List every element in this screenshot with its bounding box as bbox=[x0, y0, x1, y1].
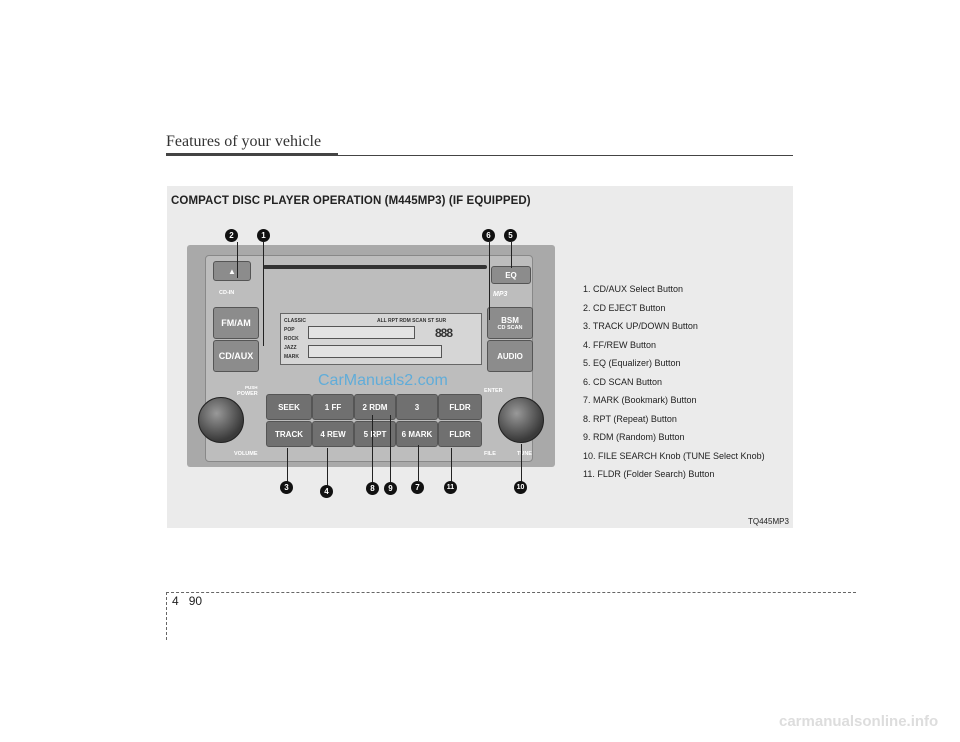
display-eq-rock: ROCK bbox=[284, 336, 299, 342]
callout-6: 6 bbox=[482, 229, 495, 242]
fldr-up-button[interactable]: FLDR bbox=[438, 394, 482, 420]
page-number-value: 90 bbox=[188, 594, 203, 608]
lead-line-10 bbox=[521, 444, 522, 482]
legend-item: 11. FLDR (Folder Search) Button bbox=[583, 469, 715, 479]
bsm-cd-scan-button[interactable]: BSM CD SCAN bbox=[487, 307, 533, 339]
legend-item: 1. CD/AUX Select Button bbox=[583, 284, 684, 294]
page-number: 4 90 bbox=[172, 594, 202, 608]
preset-1-ff-button[interactable]: 1 FF bbox=[312, 394, 354, 420]
footer-dashed-divider bbox=[166, 592, 167, 640]
eject-button[interactable]: ▲ bbox=[213, 261, 251, 281]
fldr-down-button[interactable]: FLDR bbox=[438, 421, 482, 447]
lead-line-1 bbox=[263, 242, 264, 346]
legend-item: 5. EQ (Equalizer) Button bbox=[583, 358, 681, 368]
power-volume-knob[interactable] bbox=[198, 397, 244, 443]
lead-line-3 bbox=[287, 448, 288, 482]
display-eq-jazz: JAZZ bbox=[284, 345, 297, 351]
header-rule-thick bbox=[166, 153, 338, 156]
callout-1: 1 bbox=[257, 229, 270, 242]
seek-button[interactable]: SEEK bbox=[266, 394, 312, 420]
callout-7: 7 bbox=[411, 481, 424, 494]
legend-item: 3. TRACK UP/DOWN Button bbox=[583, 321, 698, 331]
legend-item: 4. FF/REW Button bbox=[583, 339, 657, 350]
callout-8: 8 bbox=[366, 482, 379, 495]
legend-item: 2. CD EJECT Button bbox=[583, 302, 666, 313]
lead-line-4 bbox=[327, 448, 328, 486]
cd-slot bbox=[263, 265, 487, 269]
display-segment: 888 bbox=[435, 326, 453, 340]
enter-label: ENTER bbox=[484, 388, 503, 394]
file-label: FILE bbox=[484, 451, 496, 457]
figure-code: TQ445MP3 bbox=[748, 517, 789, 526]
legend-list: 1. CD/AUX Select Button 2. CD EJECT Butt… bbox=[583, 280, 765, 484]
cd-aux-button[interactable]: CD/AUX bbox=[213, 340, 259, 372]
display-text-area-bottom bbox=[308, 345, 442, 358]
fm-am-button[interactable]: FM/AM bbox=[213, 307, 259, 339]
volume-label: VOLUME bbox=[234, 451, 258, 457]
legend-item: 8. RPT (Repeat) Button bbox=[583, 413, 677, 424]
preset-6-mark-button[interactable]: 6 MARK bbox=[396, 421, 438, 447]
push-label: PUSH bbox=[245, 385, 258, 390]
preset-3-button[interactable]: 3 bbox=[396, 394, 438, 420]
lead-line-8 bbox=[372, 415, 373, 483]
chapter-number: 4 bbox=[172, 594, 179, 608]
lead-line-7 bbox=[418, 445, 419, 481]
legend-item: 6. CD SCAN Button bbox=[583, 376, 663, 387]
footer-dashed-rule bbox=[166, 592, 856, 593]
lead-line-6 bbox=[489, 242, 490, 320]
lead-line-9 bbox=[390, 415, 391, 483]
bsm-label: BSM bbox=[501, 315, 519, 325]
cd-in-label: CD-IN bbox=[219, 290, 235, 296]
site-watermark: carmanualsonline.info bbox=[779, 713, 939, 730]
overlay-watermark: CarManuals2.com bbox=[318, 372, 448, 389]
callout-10: 10 bbox=[514, 481, 527, 494]
lead-line-5 bbox=[511, 242, 512, 268]
legend-item: 10. FILE SEARCH Knob (TUNE Select Knob) bbox=[583, 450, 765, 461]
preset-4-rew-button[interactable]: 4 REW bbox=[312, 421, 354, 447]
callout-11: 11 bbox=[444, 481, 457, 494]
tune-label: TUNE bbox=[517, 451, 532, 457]
callout-3: 3 bbox=[280, 481, 293, 494]
section-header: Features of your vehicle bbox=[166, 133, 322, 150]
lead-line-11 bbox=[451, 448, 452, 482]
eq-button[interactable]: EQ bbox=[491, 266, 531, 284]
display-eq-pop: POP bbox=[284, 327, 295, 333]
tune-file-knob[interactable] bbox=[498, 397, 544, 443]
display-eq-classic: CLASSIC bbox=[284, 318, 306, 324]
header-rule-thin bbox=[166, 155, 793, 156]
audio-button[interactable]: AUDIO bbox=[487, 340, 533, 372]
track-button[interactable]: TRACK bbox=[266, 421, 312, 447]
preset-2-rdm-button[interactable]: 2 RDM bbox=[354, 394, 396, 420]
display-flags: ALL RPT RDM SCAN ST SUR bbox=[377, 318, 447, 324]
callout-4: 4 bbox=[320, 485, 333, 498]
callout-9: 9 bbox=[384, 482, 397, 495]
figure-title: COMPACT DISC PLAYER OPERATION (M445MP3) … bbox=[171, 195, 531, 207]
cd-scan-label: CD SCAN bbox=[497, 324, 523, 331]
display-eq-mark: MARK bbox=[284, 354, 299, 360]
lead-line-2 bbox=[237, 242, 238, 278]
preset-5-rpt-button[interactable]: 5 RPT bbox=[354, 421, 396, 447]
callout-5: 5 bbox=[504, 229, 517, 242]
display-text-area-top bbox=[308, 326, 415, 339]
legend-item: 7. MARK (Bookmark) Button bbox=[583, 395, 697, 405]
power-label: POWER bbox=[237, 391, 258, 397]
mp3-logo: MP3 bbox=[493, 291, 508, 298]
legend-item: 9. RDM (Random) Button bbox=[583, 432, 685, 442]
callout-2: 2 bbox=[225, 229, 238, 242]
